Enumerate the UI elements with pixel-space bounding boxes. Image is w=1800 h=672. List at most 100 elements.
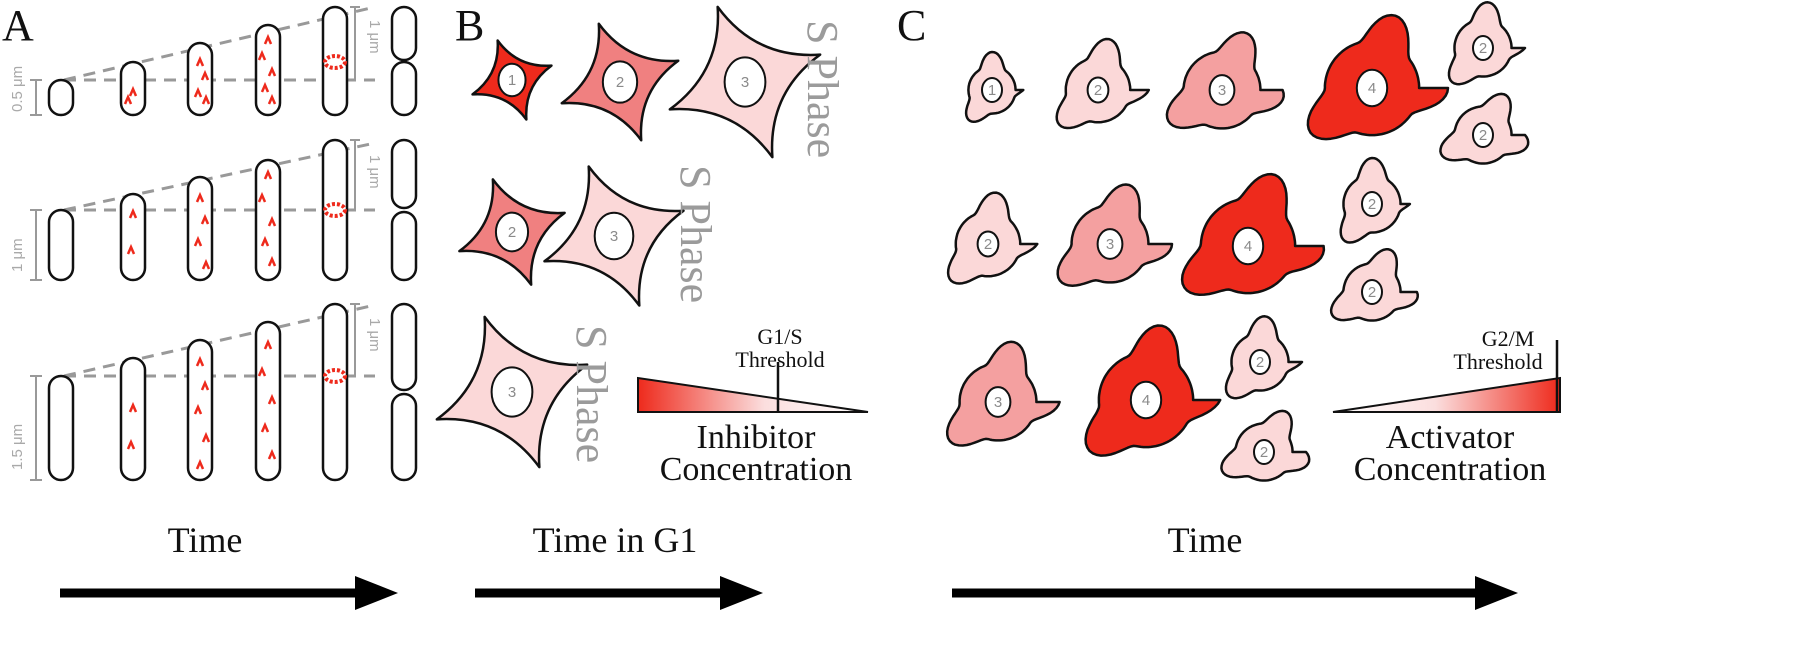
cell-size-number: 2 [1479,127,1487,144]
daughter-cell-size-2: 2 [1220,409,1311,482]
red-marker [193,235,203,247]
cell-size-number: 3 [1106,236,1114,253]
cell-size-number: 2 [984,236,992,253]
daughter-cell [390,60,418,117]
bacterium-cell [254,23,282,117]
time-arrow [952,576,1518,610]
red-marker [128,401,138,413]
bacterium-cell [186,175,214,282]
panel-c-letter: C [897,1,926,50]
cell-size-number: 4 [1142,392,1150,409]
bacterium-cell [47,374,75,482]
panel-a-row-2: 1 μm 1 μm [9,138,418,282]
cell-size-3: 3 [1056,183,1174,287]
panel-a: A 0.5 μm 1 μm 1 μm [2,1,418,610]
concentration-label-line2: Concentration [660,451,853,488]
red-marker [200,213,210,225]
red-marker [126,438,136,450]
red-marker [267,393,277,405]
nucleus [1208,74,1236,106]
nucleus [1129,380,1163,420]
daughter-cell-size-2: 2 [1439,92,1530,165]
s-phase-label: S Phase [798,20,847,158]
s-phase-label: S Phase [671,165,720,303]
red-marker [267,93,277,105]
cell-size-3: 3 [668,5,822,159]
nucleus [593,211,635,261]
panel-a-axis-label: Time [168,520,243,560]
panel-a-letter: A [2,1,34,50]
nucleus [1231,226,1265,266]
cell-size-number: 2 [1256,354,1264,371]
size-label: 1 μm [9,238,26,272]
cell-size-number: 2 [508,224,516,241]
red-marker [267,255,277,267]
red-marker [257,191,267,203]
cell-size-number: 3 [994,394,1002,411]
size-label: 1 μm [366,318,383,352]
red-marker [195,191,205,203]
bacterium-cell [321,302,349,482]
concentration-label-line2: Concentration [1354,451,1547,488]
daughter-cell-size-2: 2 [1339,156,1412,244]
concentration-label-line1: Inhibitor [697,419,817,456]
cell-size-2: 2 [946,191,1039,285]
red-marker [128,85,138,97]
cell-size-number: 2 [1368,196,1376,213]
nucleus [976,230,1000,258]
cell-size-2: 2 [1055,37,1151,130]
daughter-cell [390,302,418,392]
cell-size-number: 1 [988,82,996,99]
cell-size-number: 3 [741,74,749,91]
cell-size-3: 3 [435,315,589,469]
size-label: 1.5 μm [9,424,26,470]
nucleus [1253,439,1275,465]
nucleus [1249,349,1271,375]
red-marker [201,431,211,443]
size-label: 1 μm [366,155,383,189]
threshold-label-line2: Threshold [735,347,824,372]
cell-size-number: 3 [610,228,618,245]
cell-size-1: 1 [471,39,553,121]
panel-c-axis-label: Time [1168,520,1243,560]
daughter-cell [390,392,418,482]
nucleus [1472,122,1494,148]
inhibitor-gradient-wedge [637,376,869,413]
time-arrow [60,576,398,610]
red-marker [267,215,277,227]
bacterium-cell [47,78,75,117]
s-phase-label: S Phase [567,325,616,463]
bacterium-cell [254,320,282,482]
nucleus [601,60,639,104]
red-marker [201,93,211,105]
nucleus [1086,76,1110,104]
daughter-cell-size-2: 2 [1447,1,1527,86]
nucleus [494,211,530,253]
bacterium-cell [119,192,147,282]
nucleus [1472,35,1494,61]
septum-ring [323,202,347,218]
threshold-label-line1: G2/M [1482,326,1535,351]
cell-size-1: 1 [964,50,1025,124]
cell-size-number: 2 [1479,40,1487,57]
cell-size-number: 3 [1218,82,1226,99]
red-marker [201,258,211,270]
cell-size-number: 4 [1368,80,1376,97]
red-marker [195,355,205,367]
cell-size-4: 4 [1084,324,1222,457]
red-marker [195,458,205,470]
threshold-label-line2: Threshold [1453,349,1542,374]
cell-size-number: 2 [1094,82,1102,99]
red-marker [195,55,205,67]
red-marker [267,448,277,460]
cell-size-number: 2 [1368,284,1376,301]
red-marker [267,65,277,77]
size-label: 0.5 μm [9,66,26,112]
cell-size-4: 4 [1306,13,1450,141]
daughter-cell-size-2: 2 [1329,248,1419,322]
red-marker [123,93,133,105]
size-label: 1 μm [366,20,383,54]
